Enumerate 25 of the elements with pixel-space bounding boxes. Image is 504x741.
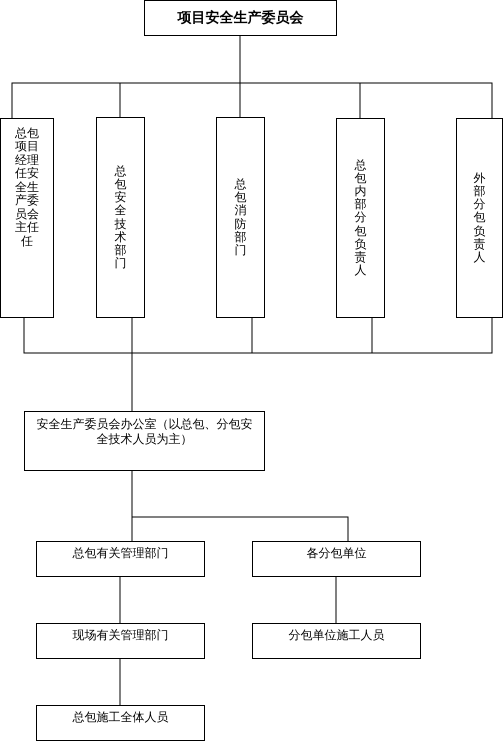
box-label: 现场有关管理部门 [72, 628, 168, 644]
org-box [252, 623, 421, 659]
box-label: 外部分包负责人 [474, 172, 486, 264]
box-label: 安全生产委员会办公室（以总包、分包安全技术人员为主） [36, 417, 254, 447]
box-label: 各分包单位 [306, 546, 366, 562]
org-box [216, 117, 265, 318]
box-label: 总包施工全体人员 [72, 710, 168, 726]
box-label: 项目安全生产委员会 [178, 9, 304, 26]
box-label: 总包有关管理部门 [72, 546, 168, 562]
org-box [24, 411, 265, 471]
box-label: 总包消防部门 [234, 178, 246, 258]
org-box [36, 541, 205, 577]
org-box [36, 623, 205, 659]
org-box [336, 118, 385, 318]
org-box [96, 117, 145, 318]
box-label: 总包项目经理任安全生产委员会主任任 [15, 127, 39, 248]
box-label: 总包安全技术部门 [114, 164, 126, 270]
org-box [456, 118, 503, 318]
box-label: 总包内部分包负责人 [354, 158, 366, 278]
org-box [36, 705, 205, 741]
org-box [0, 118, 54, 318]
org-box [252, 541, 421, 577]
committee-box [144, 0, 337, 36]
connector-line [132, 470, 348, 542]
box-label: 分包单位施工人员 [288, 628, 384, 644]
